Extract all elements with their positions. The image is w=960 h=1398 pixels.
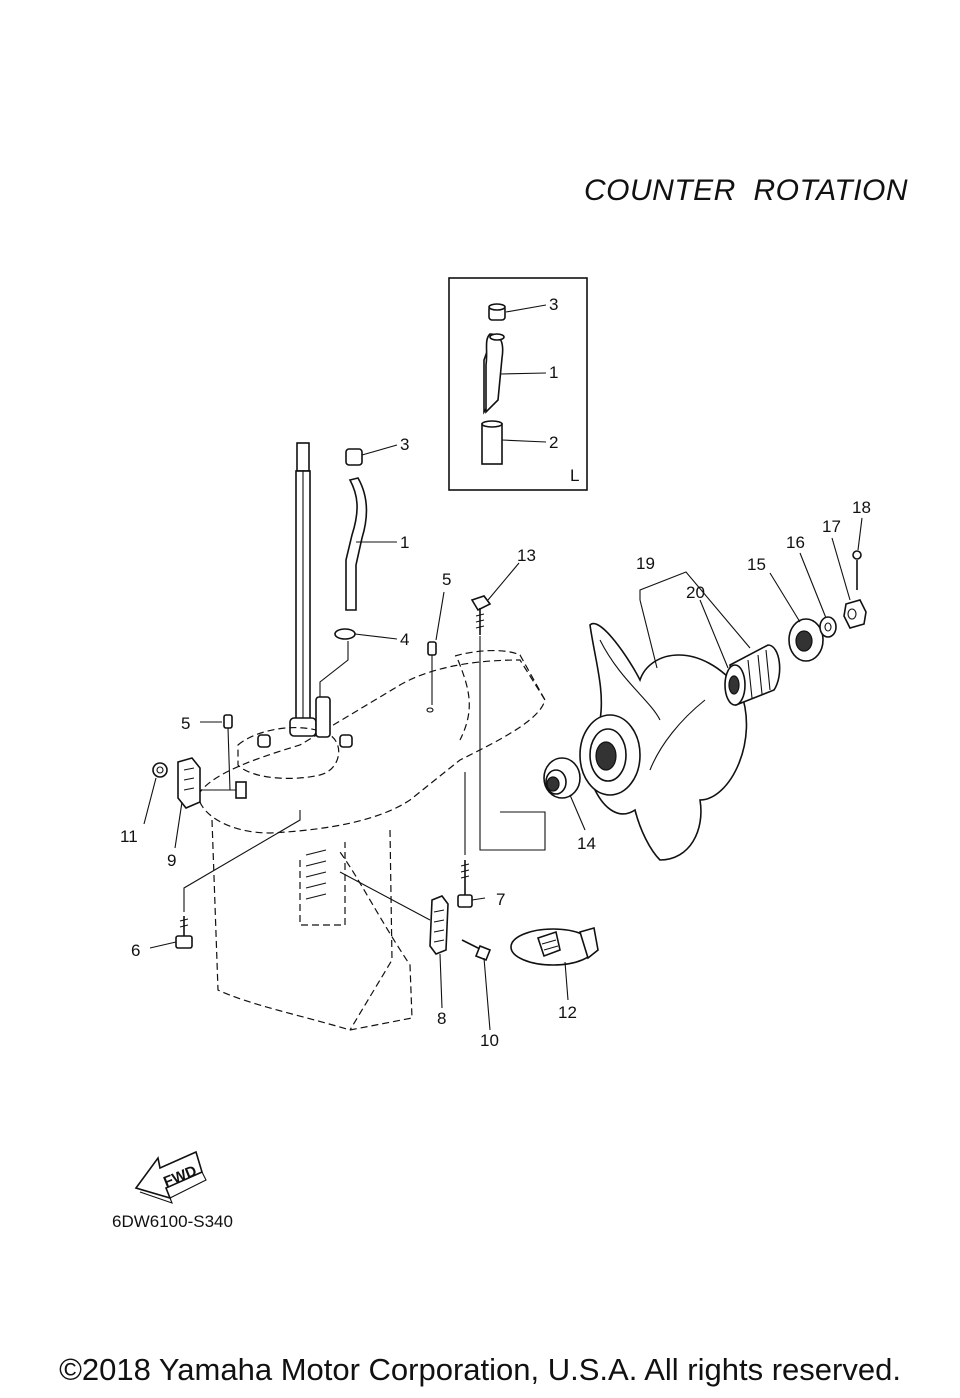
inset-box-l-variant: L 3 1 2 xyxy=(448,277,588,491)
dowel-pin-part-upper xyxy=(427,641,437,656)
callout-5-lower: 5 xyxy=(181,714,190,733)
nut-part-17 xyxy=(843,599,867,629)
callout-19: 19 xyxy=(636,554,655,573)
inset-callout-1: 1 xyxy=(549,363,558,382)
callout-4: 4 xyxy=(400,630,409,649)
propeller-part-19 xyxy=(579,622,748,861)
figure-code: 6DW6100-S340 xyxy=(112,1212,233,1231)
inset-callout-2: 2 xyxy=(549,433,558,452)
callout-6: 6 xyxy=(131,941,140,960)
water-tube-assembly xyxy=(319,448,368,700)
callout-20: 20 xyxy=(686,583,705,602)
bolt-part-7 xyxy=(457,772,473,908)
seal-part xyxy=(334,628,356,640)
drive-shaft-part xyxy=(289,442,317,737)
nut-part-11 xyxy=(152,762,168,778)
trim-tab-part-9 xyxy=(177,757,247,809)
diagram-title: COUNTER ROTATION xyxy=(584,174,909,207)
callout-18: 18 xyxy=(852,498,871,517)
callout-5-upper: 5 xyxy=(442,570,451,589)
anode-part-12 xyxy=(510,926,599,966)
copyright-footer: ©2018 Yamaha Motor Corporation, U.S.A. A… xyxy=(59,1352,901,1387)
callout-10: 10 xyxy=(480,1031,499,1050)
inset-grommet-part xyxy=(488,303,506,321)
dowel-pin-part-lower xyxy=(223,714,233,729)
inset-water-tube-part xyxy=(483,333,505,415)
callout-1: 1 xyxy=(400,533,409,552)
inset-sleeve-part xyxy=(481,420,503,465)
bolt-part-6 xyxy=(175,810,301,949)
callout-7: 7 xyxy=(496,890,505,909)
callout-3: 3 xyxy=(400,435,409,454)
inset-corner-label: L xyxy=(570,466,579,485)
water-tube-part xyxy=(345,477,368,611)
callout-11: 11 xyxy=(120,827,138,846)
bolt-part-10 xyxy=(461,939,492,962)
callout-12: 12 xyxy=(558,1003,577,1022)
fwd-arrow-icon: FWD xyxy=(134,1150,207,1204)
callout-8: 8 xyxy=(437,1009,446,1028)
grommet-part xyxy=(345,448,363,466)
cotter-pin-part-18 xyxy=(852,550,862,590)
spacer-part-14 xyxy=(543,757,581,799)
leader-lines xyxy=(143,444,863,1031)
lower-case-housing xyxy=(197,649,546,1031)
anode-part-8 xyxy=(339,871,449,955)
bolt-part-13 xyxy=(470,595,546,851)
callout-15: 15 xyxy=(747,555,766,574)
callout-16: 16 xyxy=(786,533,805,552)
callout-14: 14 xyxy=(577,834,596,853)
callout-13: 13 xyxy=(517,546,536,565)
callout-17: 17 xyxy=(822,517,841,536)
washer-part-16 xyxy=(819,616,837,638)
spacer-part-20 xyxy=(724,644,781,707)
callout-9: 9 xyxy=(167,851,176,870)
inset-callout-3: 3 xyxy=(549,295,558,314)
washer-part-15 xyxy=(788,618,824,662)
